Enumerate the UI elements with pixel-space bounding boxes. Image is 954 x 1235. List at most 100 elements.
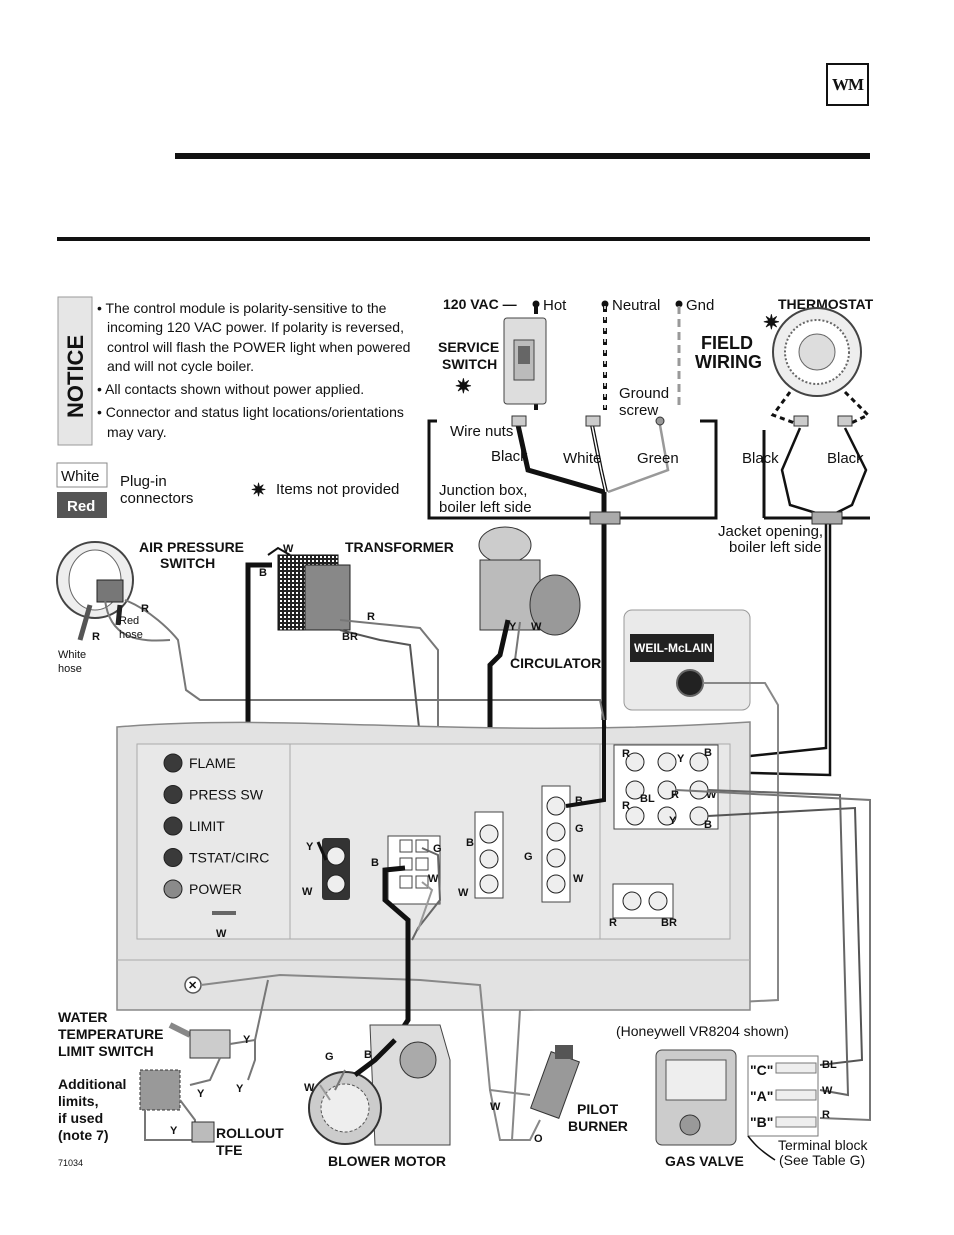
wire-w-label: W [822, 1085, 833, 1097]
wire-w-label: W [531, 621, 542, 633]
notice-line-6: • Connector and status light locations/o… [97, 404, 404, 420]
status-light-limit [163, 816, 183, 836]
red-hose-label-1: Red [119, 615, 139, 627]
additional-limits-label-3: if used [58, 1110, 103, 1126]
honeywell-label: (Honeywell VR8204 shown) [616, 1023, 789, 1039]
wire-b-label: B [259, 567, 267, 579]
terminal-c-label: "C" [750, 1062, 773, 1078]
wire-b-label: B [364, 1049, 372, 1061]
wire-b-label: B [371, 857, 379, 869]
tstat-black-label-2: Black [827, 450, 864, 467]
status-light-tstat-circ [163, 848, 183, 867]
notice-line-2: incoming 120 VAC power. If polarity is r… [107, 319, 404, 335]
notice-title: NOTICE [63, 335, 88, 418]
white-hose-label-2: hose [58, 663, 82, 675]
connector-tstat-block: R Y B R BL R W Y B [613, 744, 871, 1122]
notice-line-3: control will flash the POWER light when … [107, 339, 410, 355]
wire-w-label: W [216, 928, 227, 940]
junction-label-1: Junction box, [439, 482, 527, 499]
wire-w-label: W [302, 886, 313, 898]
status-light-label: POWER [189, 881, 242, 897]
wire-br-label: BR [342, 631, 358, 643]
pilot-burner-label-2: BURNER [568, 1118, 628, 1134]
wire-w-label: W [304, 1082, 315, 1094]
blower-motor-label: BLOWER MOTOR [328, 1153, 446, 1169]
wire-r-label: R [92, 631, 100, 643]
junction-label-2: boiler left side [439, 499, 532, 516]
limit-switches: WATER TEMPERATURE LIMIT SWITCH Y Y Y Y A… [58, 979, 284, 1168]
brand-logo-text: WEIL-McLAIN [634, 641, 713, 655]
air-pressure-label-2: SWITCH [160, 555, 215, 571]
connector-yw: Y W [302, 838, 350, 900]
terminal-block-label-1: Terminal block [778, 1137, 868, 1153]
pilot-burner-label-1: PILOT [577, 1101, 619, 1117]
air-pressure-switch: AIR PRESSURE SWITCH R R Red hose White h… [56, 539, 609, 741]
neutral-label: Neutral [612, 297, 660, 314]
wire-g-label: G [433, 843, 442, 855]
pilot-burner: W O PILOT BURNER [489, 1045, 628, 1145]
ground-screw-icon: ✕ [188, 980, 197, 992]
status-light-label: LIMIT [189, 818, 225, 834]
notice-box: NOTICE • The control module is polarity-… [57, 296, 410, 446]
wire-b-label: B [575, 795, 583, 807]
wire-b-label: B [704, 819, 712, 831]
field-wiring-label-2: WIRING [695, 352, 762, 372]
wire-r-label: R [609, 917, 617, 929]
weil-mclain-logo: WM [826, 63, 869, 106]
additional-limits-label-1: Additional [58, 1076, 126, 1092]
rollout-label-2: TFE [216, 1142, 242, 1158]
status-light-press-sw [163, 785, 183, 804]
legend-connectors-label: connectors [120, 490, 193, 507]
field-wiring-label-1: FIELD [701, 333, 753, 353]
wire-b-label: B [466, 837, 474, 849]
red-hose-label-2: hose [119, 629, 143, 641]
header-rule-top [175, 153, 870, 159]
wire-y-label: Y [306, 841, 314, 853]
vac-label: 120 VAC — [443, 296, 517, 312]
circulator: Y W CIRCULATOR [305, 526, 601, 844]
status-light-label: TSTAT/CIRC [189, 850, 269, 866]
transformer-label: TRANSFORMER [345, 539, 454, 555]
water-temp-label-3: LIMIT SWITCH [58, 1043, 154, 1059]
connector-b-w: B W [458, 811, 504, 899]
wire-r-label: R [671, 789, 679, 801]
notice-line-5: • All contacts shown without power appli… [97, 381, 364, 397]
wire-w-label: W [428, 873, 439, 885]
notice-line-7: may vary. [107, 424, 167, 440]
star-icon: ✷ [763, 312, 780, 334]
jacket-label-1: Jacket opening, [718, 523, 823, 540]
wire-g-label: G [325, 1051, 334, 1063]
thermostat-label: THERMOSTAT [778, 296, 874, 312]
wire-bl-label: BL [822, 1059, 837, 1071]
white-hose-label-1: White [58, 649, 86, 661]
terminal-b-label: "B" [750, 1114, 773, 1130]
legend-red-label: Red [67, 498, 95, 515]
gas-valve-label: GAS VALVE [665, 1153, 744, 1169]
air-pressure-label-1: AIR PRESSURE [139, 539, 244, 555]
wire-r-label: R [822, 1109, 830, 1121]
legend-plugin-label: Plug-in [120, 473, 167, 490]
notice-line-4: and will not cycle boiler. [107, 358, 254, 374]
wire-o-label: O [534, 1133, 543, 1145]
service-switch-label-2: SWITCH [442, 356, 497, 372]
tstat-black-label-1: Black [742, 450, 779, 467]
status-light-label: FLAME [189, 755, 236, 771]
wire-y-label: Y [677, 753, 685, 765]
wire-y-label: Y [197, 1088, 205, 1100]
water-temp-label-2: TEMPERATURE [58, 1026, 164, 1042]
notice-line-1: • The control module is polarity-sensiti… [97, 300, 387, 316]
terminal-a-label: "A" [750, 1088, 773, 1104]
wire-br-label: BR [661, 917, 677, 929]
ground-screw-label-1: Ground [619, 385, 669, 402]
water-temp-label-1: WATER [58, 1009, 108, 1025]
wire-r-label: R [141, 603, 149, 615]
legend-not-provided: Items not provided [276, 481, 399, 498]
connector-blower: B G W [371, 835, 442, 1042]
wire-g-label: G [575, 823, 584, 835]
header-rule-bottom [57, 237, 870, 241]
wire-w-label: W [573, 873, 584, 885]
hot-label: Hot [543, 297, 567, 314]
jacket-label-2: boiler left side [729, 539, 822, 556]
